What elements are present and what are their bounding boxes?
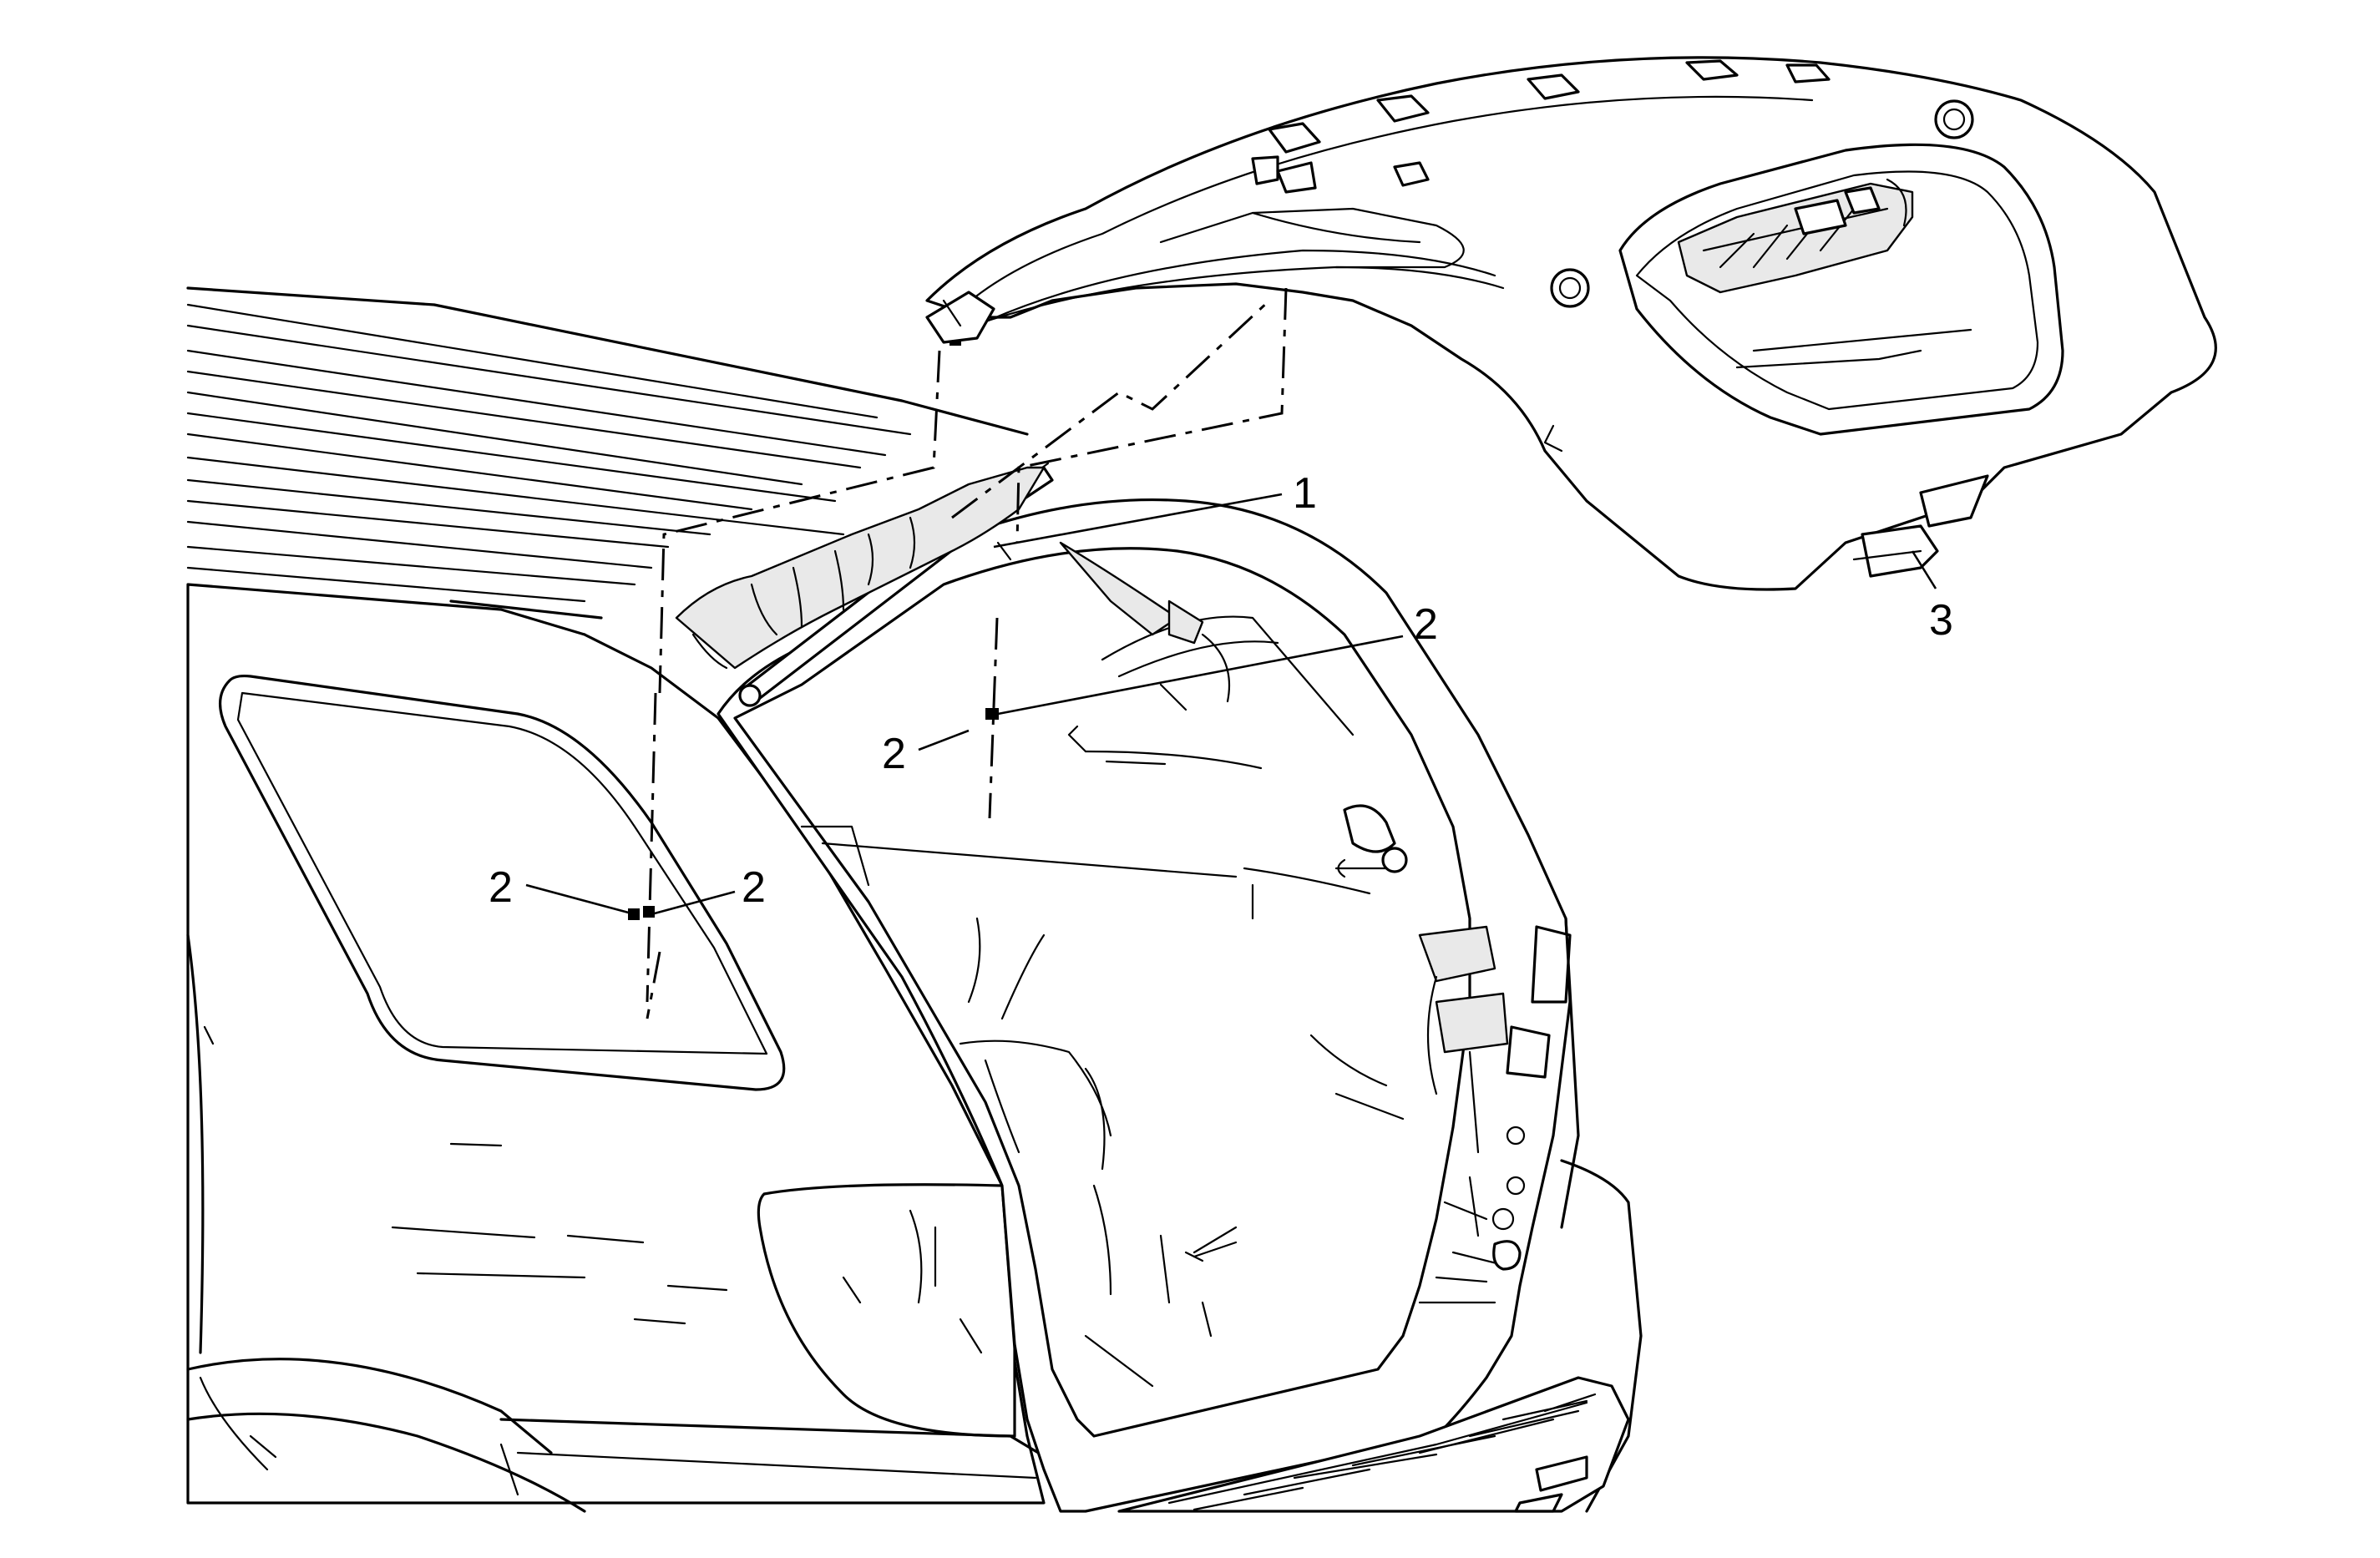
liftgate xyxy=(925,56,2217,591)
stud-right xyxy=(985,708,999,720)
stud-left-b xyxy=(643,906,655,918)
vehicle-body xyxy=(186,583,1079,1513)
callout-2-left: 2 xyxy=(489,863,513,912)
callout-3: 3 xyxy=(1929,596,1953,645)
callout-leaders xyxy=(525,493,1937,916)
callout-2-right: 2 xyxy=(742,863,766,912)
callout-2-upper: 2 xyxy=(1414,600,1438,649)
callout-1: 1 xyxy=(1293,469,1317,518)
callout-labels: 1 2 2 2 2 3 xyxy=(489,469,1953,912)
cargo-opening xyxy=(717,498,1643,1513)
vehicle-roof xyxy=(186,286,1029,636)
hinge-brackets xyxy=(925,161,1317,344)
callout-2-center: 2 xyxy=(882,730,906,778)
